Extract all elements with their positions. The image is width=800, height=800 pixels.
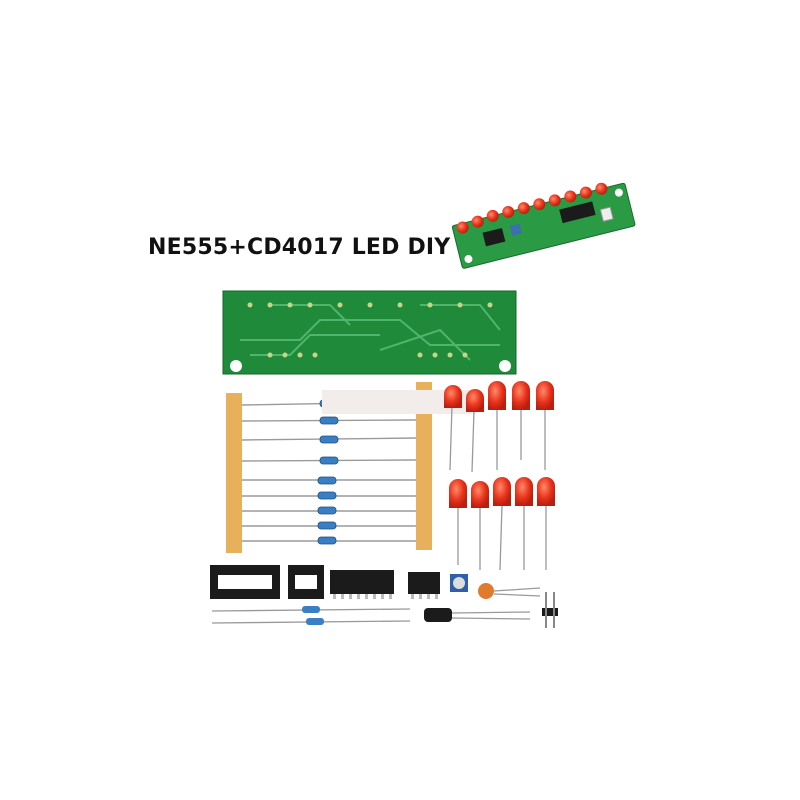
pin-header	[542, 592, 558, 628]
assembled-board	[451, 182, 636, 269]
ceramic-capacitor	[478, 583, 541, 599]
leds	[444, 381, 555, 571]
electrolytic-capacitor	[424, 608, 531, 622]
potentiometer	[450, 574, 468, 592]
product-title: NE555+CD4017 LED DIY Kit	[148, 235, 495, 260]
loose-resistors	[211, 606, 411, 625]
ics	[330, 570, 440, 599]
ic-sockets	[210, 565, 324, 599]
bare-pcb	[222, 290, 517, 375]
